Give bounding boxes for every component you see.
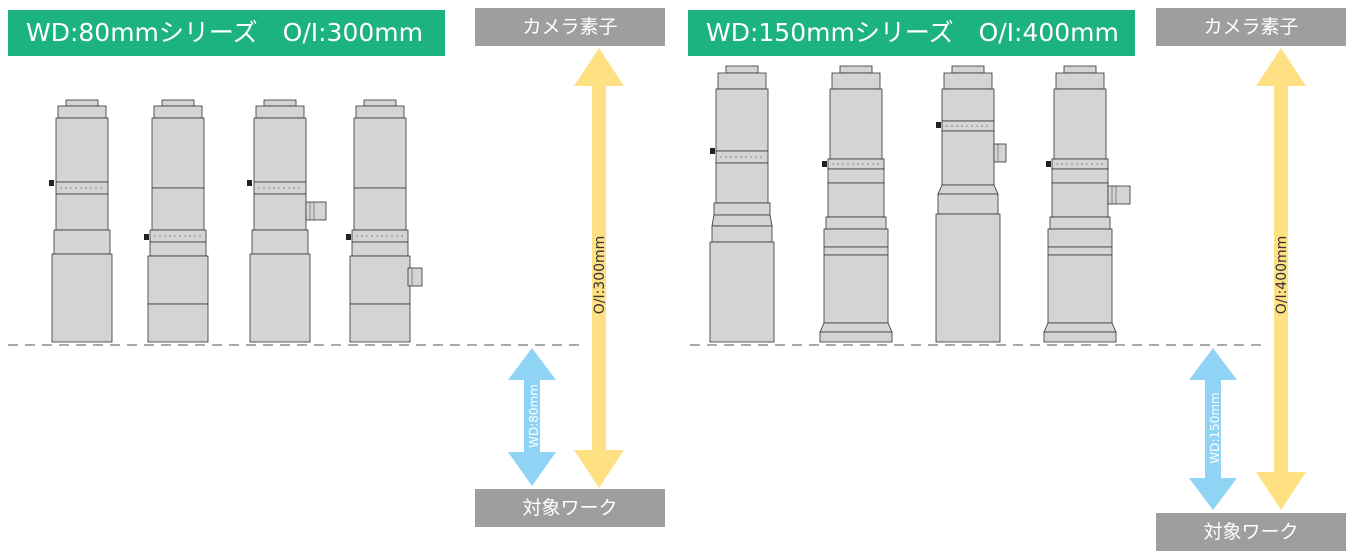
panel2-wd-arrow bbox=[1189, 348, 1237, 510]
lens-2-1 bbox=[709, 65, 775, 343]
panel1-wd-label: WD:80mm bbox=[527, 384, 541, 448]
panel2-oi-label: O/I:400mm bbox=[1274, 236, 1290, 315]
panel1-oi-label: O/I:300mm bbox=[592, 236, 608, 315]
panel2-oi-arrow bbox=[1256, 48, 1306, 510]
lens-1-3 bbox=[246, 99, 327, 343]
panel1-camera-label: カメラ素子 bbox=[475, 8, 665, 46]
panel2-title: WD:150mmシリーズ O/I:400mm bbox=[688, 10, 1135, 56]
lens-1-2 bbox=[143, 99, 209, 343]
lens-1-1 bbox=[48, 99, 113, 343]
panel2-camera-label: カメラ素子 bbox=[1156, 8, 1346, 46]
lens-2-2 bbox=[819, 65, 893, 343]
panel2-wd-label: WD:150mm bbox=[1208, 392, 1222, 463]
panel1-oi-arrow bbox=[574, 48, 624, 488]
panel1-work-label: 対象ワーク bbox=[475, 489, 665, 527]
lens-1-4 bbox=[345, 99, 423, 343]
panel1-title: WD:80mmシリーズ O/I:300mm bbox=[8, 10, 445, 56]
lens-2-3 bbox=[935, 65, 1007, 343]
panel1-wd-arrow bbox=[508, 348, 556, 486]
lens-2-4 bbox=[1043, 65, 1131, 343]
